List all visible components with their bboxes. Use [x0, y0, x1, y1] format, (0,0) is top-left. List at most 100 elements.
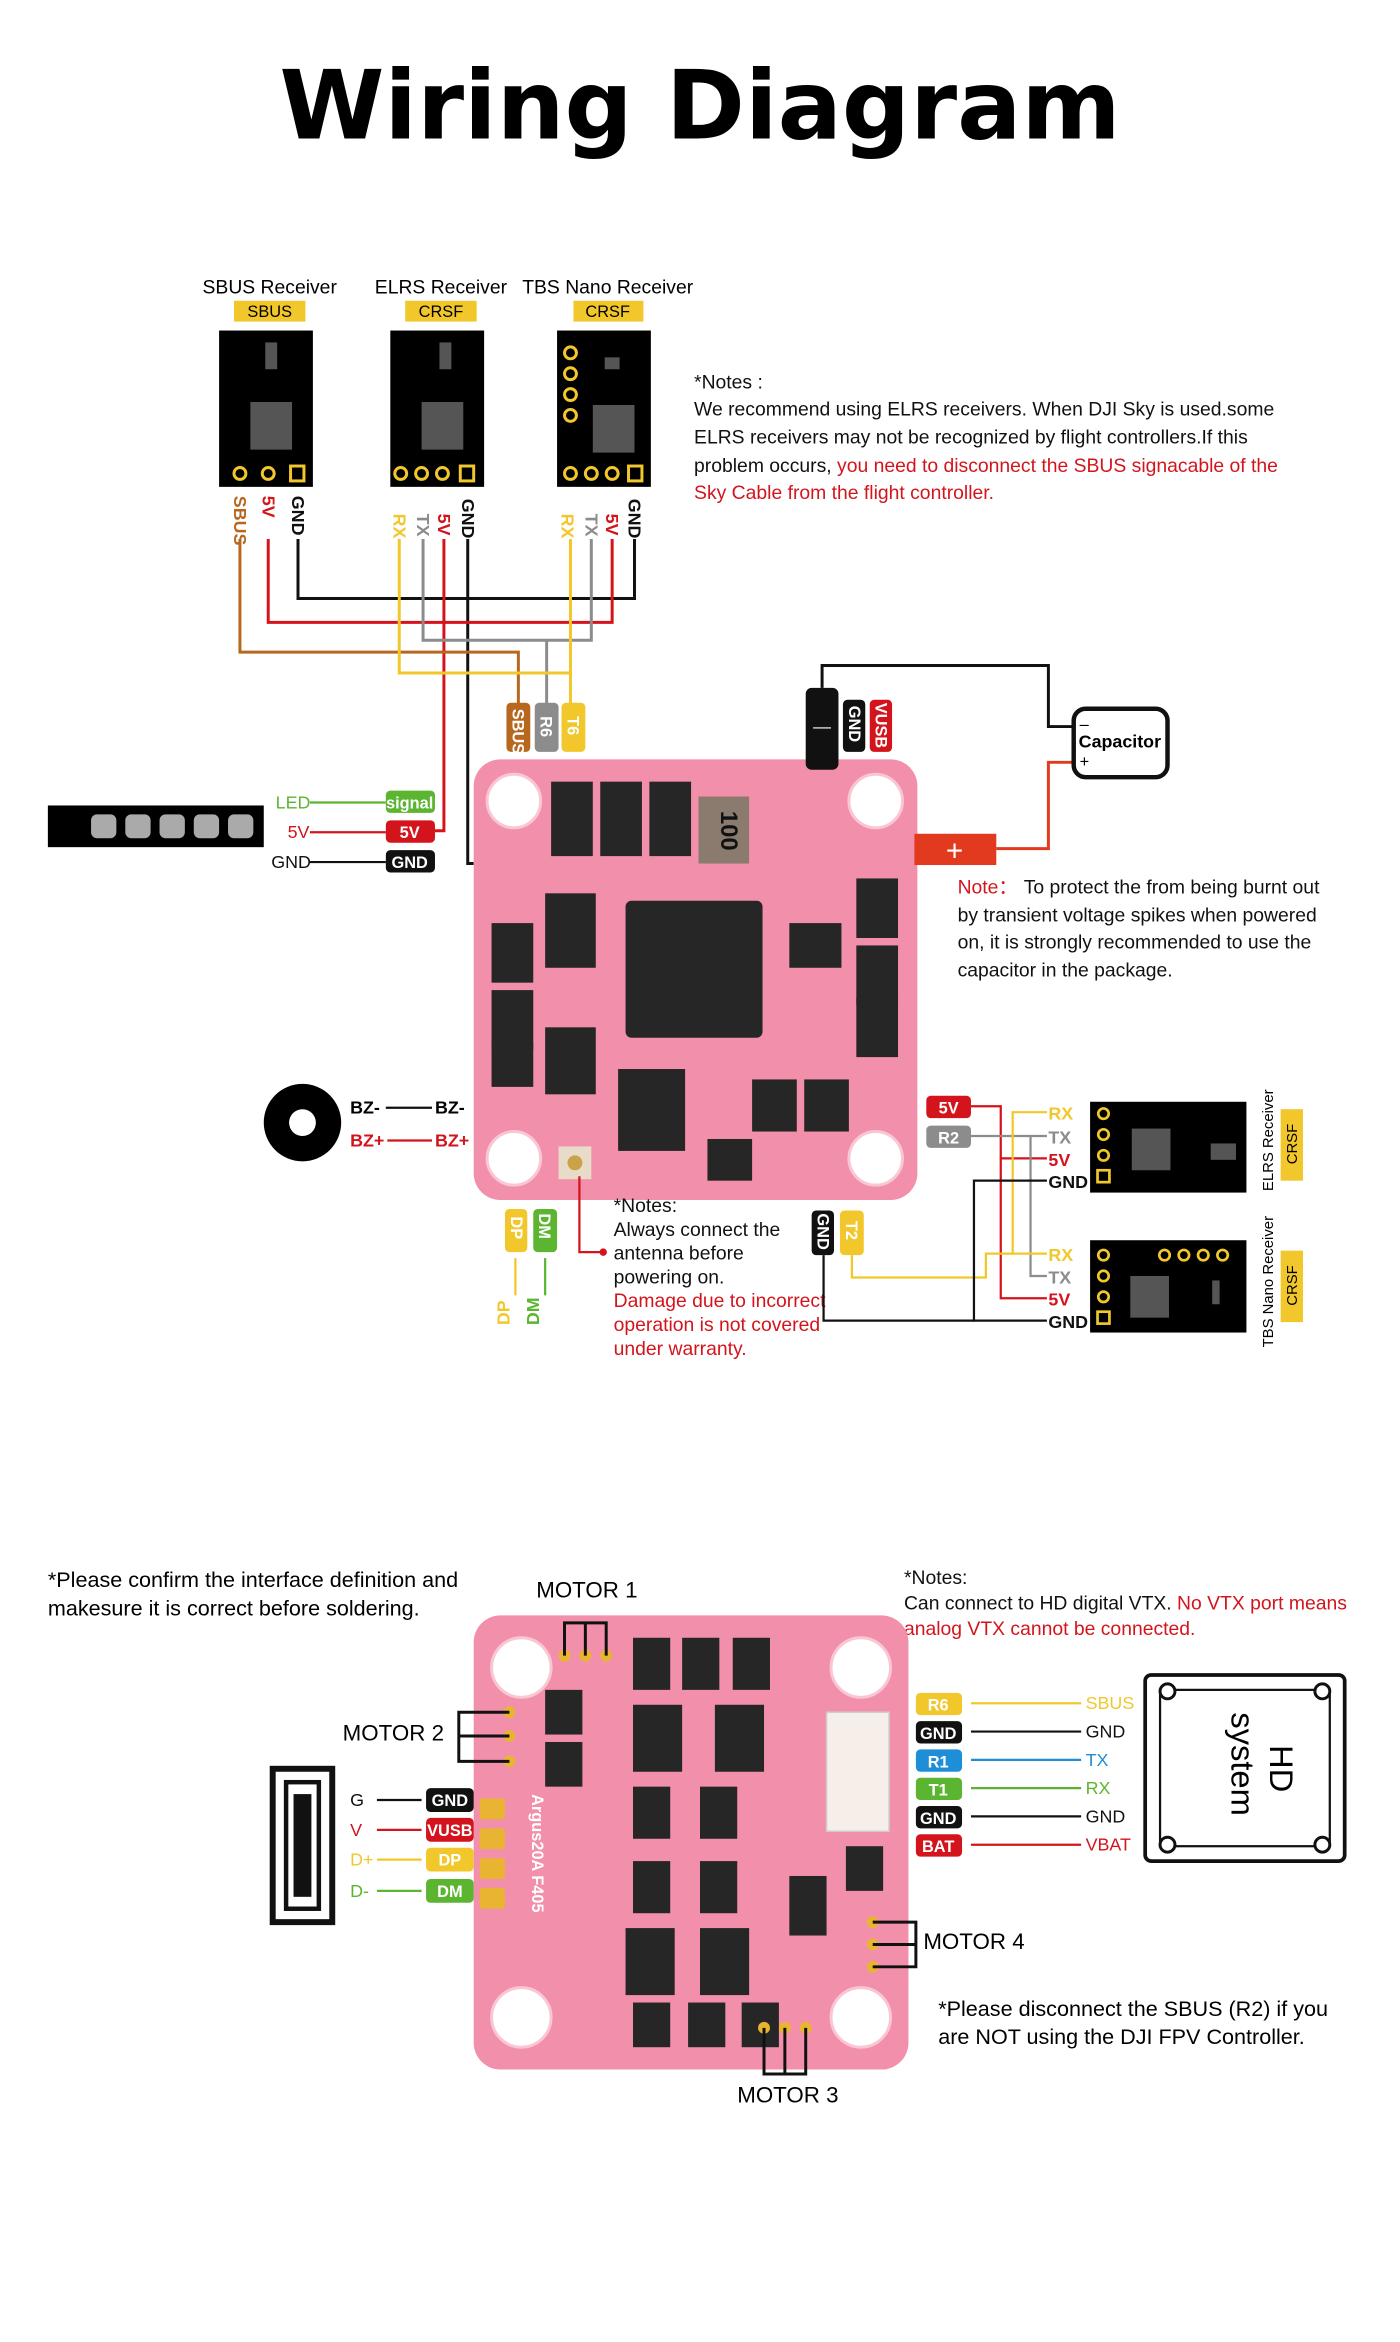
receiver-name: ELRS Receiver [375, 276, 508, 298]
svg-text:5V: 5V [434, 514, 454, 536]
svg-text:GND: GND [1086, 1806, 1126, 1826]
svg-text:BZ-: BZ- [435, 1098, 465, 1118]
svg-text:5V: 5V [258, 496, 278, 518]
receiver-elrs-right: ELRS Receiver CRSF [1090, 1089, 1303, 1193]
svg-text:on, it is strongly recommended: on, it is strongly recommended to use th… [958, 931, 1312, 953]
svg-text:5V: 5V [939, 1100, 959, 1118]
svg-text:by transient voltage spikes wh: by transient voltage spikes when powered [958, 905, 1317, 927]
hd-system-unit: HD system [1143, 1673, 1347, 1863]
svg-text:+: + [1080, 753, 1090, 771]
svg-text:Can connect to HD digital VTX.: Can connect to HD digital VTX. No VTX po… [904, 1592, 1347, 1614]
receiver-tbs-right: TBS Nano Receiver CRSF [1090, 1216, 1303, 1347]
svg-text:5V: 5V [602, 514, 622, 536]
positive-pad [914, 833, 997, 866]
receiver-sbus: SBUS Receiver SBUS [203, 276, 337, 487]
confirm-note: *Please confirm the interface definition… [48, 1567, 458, 1620]
svg-text:100: 100 [715, 811, 742, 851]
svg-text:–: – [1080, 716, 1090, 734]
svg-text:GND: GND [288, 496, 308, 536]
svg-text:TX: TX [1048, 1127, 1071, 1147]
svg-text:D-: D- [350, 1881, 369, 1901]
svg-text:SBUS: SBUS [508, 709, 526, 755]
svg-text:T6: T6 [563, 716, 581, 735]
svg-text:VBAT: VBAT [1086, 1835, 1131, 1855]
svg-text:LED: LED [276, 792, 311, 812]
svg-text:system: system [1225, 1712, 1262, 1816]
svg-text:CRSF: CRSF [1285, 1124, 1301, 1165]
buzzer: BZ- BZ+ BZ- BZ+ [263, 1083, 469, 1162]
receiver-elrs: ELRS Receiver CRSF [375, 276, 508, 487]
inductor [698, 796, 750, 864]
svg-text:*Notes:: *Notes: [904, 1567, 967, 1589]
svg-text:R1: R1 [928, 1753, 949, 1771]
svg-text:GND: GND [920, 1810, 957, 1828]
svg-text:R2: R2 [938, 1129, 959, 1147]
svg-text:DP: DP [493, 1300, 513, 1325]
svg-text:SBUS: SBUS [1086, 1693, 1135, 1713]
vtx-connector [825, 1711, 890, 1833]
svg-text:5V: 5V [1048, 1150, 1070, 1170]
svg-text:RX: RX [1048, 1104, 1073, 1124]
flight-controller-board: 100 [473, 759, 918, 1201]
svg-text:D+: D+ [350, 1850, 373, 1870]
svg-text:signal: signal [386, 794, 433, 812]
svg-text:*Please disconnect the SBUS (R: *Please disconnect the SBUS (R2) if you [938, 1996, 1328, 2021]
capacitor [1071, 706, 1170, 780]
svg-text:GND: GND [1048, 1312, 1088, 1332]
right-wires [822, 1105, 1047, 1322]
svg-text:5V: 5V [400, 824, 420, 842]
motor-brackets [457, 1621, 918, 2076]
svg-text:problem occurs, you need to di: problem occurs, you need to disconnect t… [694, 455, 1278, 477]
svg-text:Damage due to incorrect: Damage due to incorrect [614, 1290, 826, 1312]
svg-text:GND: GND [391, 854, 428, 872]
svg-text:RX: RX [1086, 1778, 1111, 1798]
svg-text:GND: GND [271, 852, 311, 872]
svg-text:V: V [350, 1820, 362, 1840]
svg-text:*Please confirm the interface: *Please confirm the interface definition… [48, 1567, 458, 1592]
protocol-label: CRSF [585, 303, 630, 321]
svg-text:R6: R6 [537, 716, 555, 737]
right-pin-labels: RX TX 5V GND RX TX 5V GND [1048, 1104, 1088, 1332]
svg-text:analog VTX cannot be connected: analog VTX cannot be connected. [904, 1618, 1195, 1640]
svg-text:+: + [946, 835, 963, 868]
svg-text:BZ-: BZ- [350, 1098, 380, 1118]
svg-text:DM: DM [523, 1297, 543, 1325]
svg-text:GND: GND [458, 499, 478, 539]
svg-text:Capacitor: Capacitor [1079, 731, 1161, 751]
page-title: Wiring Diagram [279, 51, 1120, 161]
svg-text:DP: DP [507, 1216, 525, 1239]
svg-text:DP: DP [439, 1852, 462, 1870]
svg-text:TX: TX [1086, 1750, 1109, 1770]
svg-text:—: — [813, 717, 831, 737]
svg-text:GND: GND [625, 499, 645, 539]
svg-text:We recommend using ELRS receiv: We recommend using ELRS receivers. When … [694, 398, 1274, 420]
svg-text:Note：To protect the from being: Note：To protect the from being burnt out [958, 876, 1320, 898]
svg-text:DM: DM [437, 1883, 462, 1901]
svg-text:GND: GND [845, 706, 863, 743]
usb-pads: DP DM DP DM [493, 1208, 558, 1325]
svg-text:makesure it is correct before: makesure it is correct before soldering. [48, 1595, 420, 1620]
svg-text:TX: TX [1048, 1267, 1071, 1287]
svg-text:RX: RX [389, 514, 409, 539]
svg-text:ELRS Receiver: ELRS Receiver [1261, 1089, 1277, 1191]
led-strip: LED 5V GND signal 5V GND [47, 790, 435, 873]
mcu-chip [625, 900, 763, 1038]
svg-text:antenna before: antenna before [614, 1243, 744, 1265]
svg-text:powering on.: powering on. [614, 1266, 725, 1288]
svg-text:RX: RX [1048, 1245, 1073, 1265]
svg-text:5V: 5V [288, 822, 310, 842]
capacitor-wiring: — GND VUSB – Capacitor + + [805, 664, 1170, 868]
uart2-pads: GND T2 [811, 1210, 864, 1256]
svg-text:T2: T2 [842, 1221, 860, 1240]
svg-text:MOTOR 4: MOTOR 4 [923, 1929, 1024, 1954]
svg-text:GND: GND [814, 1213, 832, 1250]
svg-text:BZ+: BZ+ [435, 1130, 469, 1150]
right-tags: 5V R2 [926, 1095, 971, 1148]
svg-text:TBS Nano Receiver: TBS Nano Receiver [1261, 1216, 1277, 1347]
receiver-wires [238, 538, 636, 866]
svg-text:operation is not covered: operation is not covered [614, 1314, 820, 1336]
svg-text:MOTOR 1: MOTOR 1 [536, 1578, 637, 1603]
fc-pads-top: SBUS R6 T6 [506, 702, 586, 755]
svg-text:MOTOR 2: MOTOR 2 [343, 1720, 444, 1745]
